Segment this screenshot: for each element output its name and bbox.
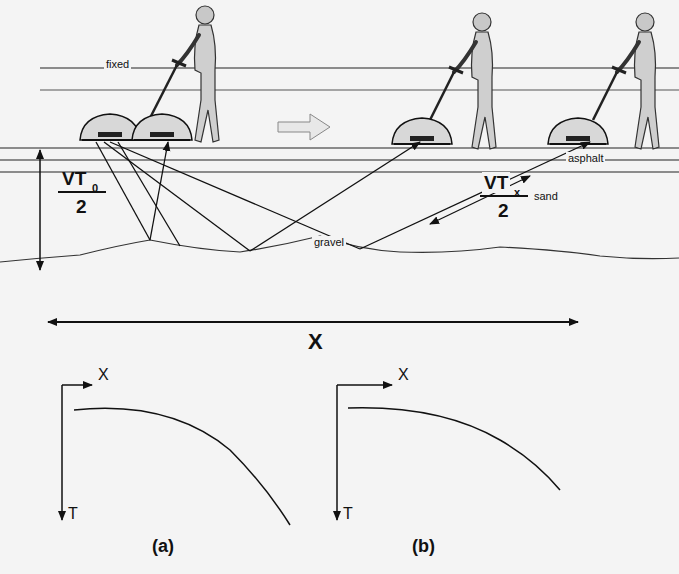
path-subscript: x (512, 186, 522, 199)
panel-label: (b) (410, 536, 437, 556)
layer-label: fixed (104, 58, 131, 71)
axis-label: X (96, 366, 111, 384)
layer-label: gravel (312, 236, 346, 249)
path-label: VT (482, 172, 510, 193)
path-denominator: 2 (496, 200, 511, 221)
axis-label: T (341, 505, 355, 523)
axis-label: T (66, 505, 80, 523)
layer-label: sand (532, 190, 560, 203)
axis-label: X (396, 366, 411, 384)
depth-denominator: 2 (74, 196, 89, 217)
depth-label: VT (60, 168, 88, 189)
layer-label: asphalt (566, 152, 605, 165)
offset-label: X (306, 330, 325, 354)
depth-subscript: 0 (90, 182, 100, 195)
panel-label: (a) (150, 536, 176, 556)
